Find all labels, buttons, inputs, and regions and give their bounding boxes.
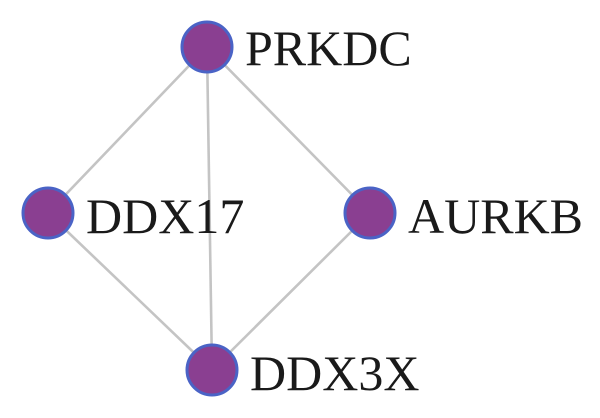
edge-ddx17-ddx3x: [47, 212, 213, 371]
node-ddx17: DDX17: [21, 186, 244, 244]
node-prkdc: PRKDC: [180, 20, 412, 76]
edge-aurkb-ddx3x: [211, 212, 371, 371]
node-ddx17-label: DDX17: [86, 188, 244, 244]
edge-prkdc-aurkb: [206, 46, 371, 214]
edges-layer: [47, 46, 371, 371]
nodes-layer: PRKDC DDX17 AURKB DDX3X: [21, 20, 583, 401]
node-aurkb-circle: [343, 186, 397, 240]
node-ddx3x-label: DDX3X: [250, 345, 419, 401]
node-ddx17-circle: [21, 186, 75, 240]
node-aurkb-label: AURKB: [408, 188, 583, 244]
node-aurkb: AURKB: [343, 186, 583, 244]
node-ddx3x: DDX3X: [185, 343, 419, 401]
node-prkdc-label: PRKDC: [245, 20, 412, 76]
edge-prkdc-ddx3x: [205, 46, 214, 371]
node-ddx3x-circle: [185, 343, 239, 397]
node-prkdc-circle: [180, 20, 234, 74]
edge-prkdc-ddx17: [47, 46, 208, 214]
